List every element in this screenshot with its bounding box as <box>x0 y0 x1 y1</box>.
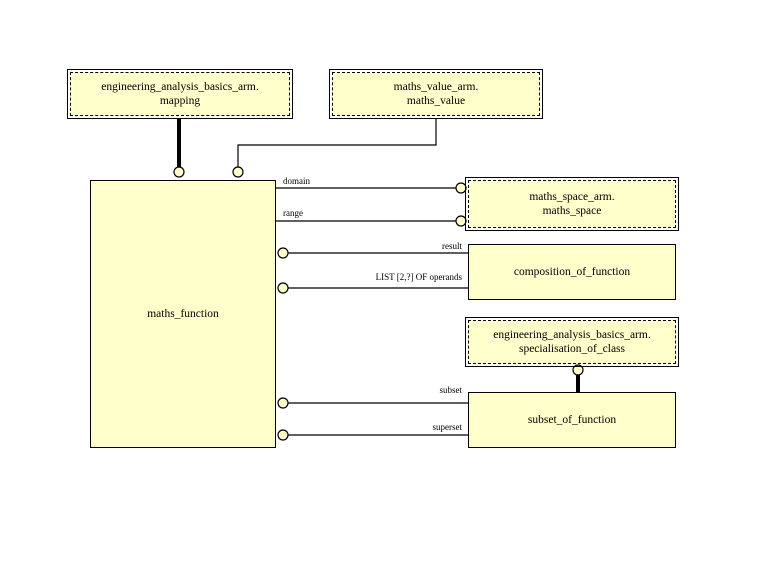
entity-subset-of-function[interactable]: subset_of_function <box>468 392 676 448</box>
entity-mapping-label: engineering_analysis_basics_arm. mapping <box>101 80 259 107</box>
entity-composition-of-function[interactable]: composition_of_function <box>468 244 676 300</box>
edge-label-superset: superset <box>432 422 463 432</box>
connector-circle-range <box>455 215 467 227</box>
entity-mapping[interactable]: engineering_analysis_basics_arm. mapping <box>67 69 293 119</box>
connector-circle-operands <box>277 282 289 294</box>
edge-label-operands: LIST [2,?] OF operands <box>375 272 462 282</box>
entity-maths-function-label: maths_function <box>147 307 219 320</box>
entity-maths-value[interactable]: maths_value_arm. maths_value <box>329 69 543 119</box>
entity-maths-function[interactable]: maths_function <box>90 180 276 448</box>
edge-label-domain: domain <box>283 176 310 186</box>
connector-circle-subset <box>277 397 289 409</box>
entity-maths-value-label: maths_value_arm. maths_value <box>393 80 479 107</box>
entity-subset-of-function-label: subset_of_function <box>527 413 617 426</box>
entity-specialisation-of-class-label: engineering_analysis_basics_arm. special… <box>493 328 651 355</box>
edge-label-subset: subset <box>439 385 463 395</box>
entity-specialisation-of-class[interactable]: engineering_analysis_basics_arm. special… <box>465 317 679 367</box>
entity-composition-of-function-label: composition_of_function <box>513 265 631 278</box>
connector-circle-superset <box>277 429 289 441</box>
connector-circle-domain <box>455 182 467 194</box>
connector-maths-value <box>237 118 437 168</box>
connector-circle-result <box>277 247 289 259</box>
connector-circle-specialisation <box>572 364 584 376</box>
connector-circle-mapping <box>173 166 185 178</box>
entity-maths-space[interactable]: maths_space_arm. maths_space <box>465 177 679 231</box>
edge-label-result: result <box>442 241 462 251</box>
entity-maths-space-label: maths_space_arm. maths_space <box>529 190 615 217</box>
connector-circle-maths-value <box>232 166 244 178</box>
edge-label-range: range <box>283 208 303 218</box>
